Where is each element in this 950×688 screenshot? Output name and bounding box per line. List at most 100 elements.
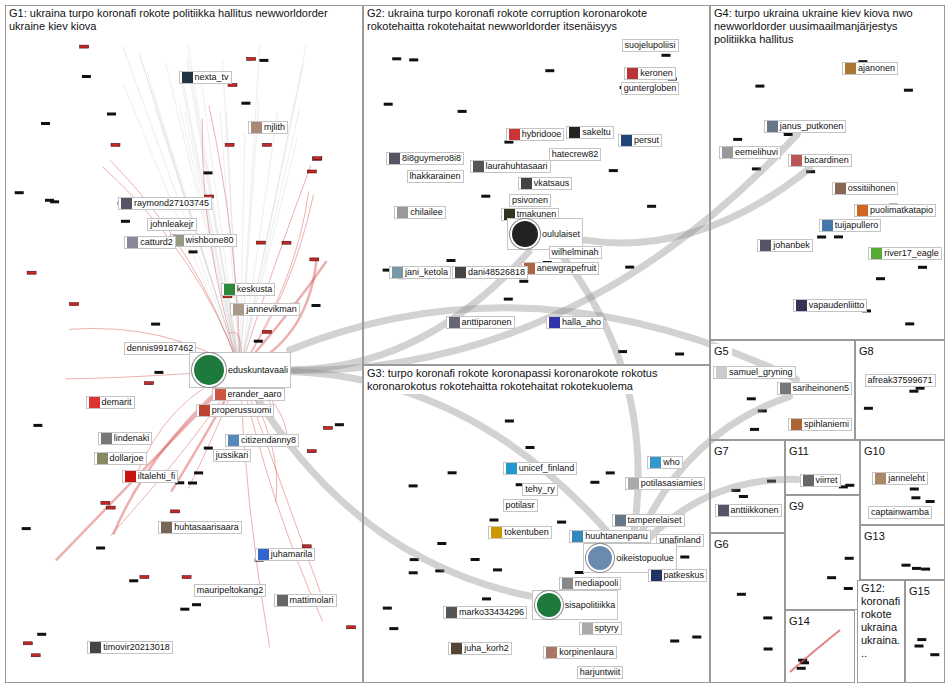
avatar-icon xyxy=(192,353,226,387)
avatar-icon xyxy=(473,161,484,172)
group-box: G5samuel_gryningsariheinonen5spihlaniemi xyxy=(710,340,855,440)
group-box: G7anttiikkonen xyxy=(710,440,785,533)
avatar-icon xyxy=(535,591,563,619)
vertex-label: spihlaniemi xyxy=(788,418,852,431)
avatar-icon xyxy=(780,383,791,394)
vertex-dash xyxy=(37,633,46,636)
avatar-icon xyxy=(651,570,662,581)
group-box: G9 xyxy=(785,495,860,610)
group-edge xyxy=(293,135,797,371)
vertex-dash xyxy=(241,102,250,105)
vertex-name: timovir20213018 xyxy=(103,642,170,653)
avatar-icon xyxy=(845,63,856,74)
vertex-dash xyxy=(262,143,271,146)
red-edge xyxy=(790,630,840,672)
vertex-dash xyxy=(259,59,268,62)
vertex-dash xyxy=(750,428,759,431)
avatar-icon xyxy=(258,549,269,560)
avatar-icon xyxy=(857,205,868,216)
avatar-icon xyxy=(621,135,632,146)
avatar-icon xyxy=(822,220,833,231)
vertex-label: raymond27103745 xyxy=(118,197,212,210)
avatar-icon xyxy=(121,198,132,209)
vertex-name: ajanonen xyxy=(858,63,895,74)
vertex-label: halla_aho xyxy=(546,316,604,329)
vertex-dash xyxy=(675,353,684,356)
vertex-label: anttiparonen xyxy=(446,316,515,329)
avatar-icon xyxy=(628,478,639,489)
avatar-icon xyxy=(506,463,517,474)
avatar-icon xyxy=(277,595,288,606)
vertex-name: viirret xyxy=(816,475,838,486)
vertex-dash xyxy=(606,471,615,474)
vertex-dash xyxy=(256,241,265,244)
vertex-dash xyxy=(911,496,920,499)
vertex-name: citizendanny8 xyxy=(241,435,296,446)
vertex-label: mattimolari xyxy=(274,594,337,607)
vertex-name: patkeskus xyxy=(664,570,705,581)
vertex-name: properussuomi xyxy=(212,405,272,416)
avatar-icon xyxy=(161,522,172,533)
avatar-icon xyxy=(615,515,626,526)
vertex-label: tehy_ry xyxy=(522,483,558,496)
vertex-label: patkeskus xyxy=(648,569,708,582)
vertex-label: iltalehti_fi xyxy=(122,470,179,483)
avatar-icon xyxy=(803,475,814,486)
vertex-dash xyxy=(384,103,393,106)
vertex-name: psivonen xyxy=(512,195,548,206)
vertex-label: vkatsaus xyxy=(518,177,573,190)
vertex-name: hatecrew82 xyxy=(552,149,599,160)
vertex-name: nexta_tv xyxy=(195,72,229,83)
vertex-label: suojelupoliisi xyxy=(622,39,679,52)
vertex-name: mattimolari xyxy=(290,595,334,606)
vertex-name: oululaiset xyxy=(542,229,580,240)
avatar-icon xyxy=(572,531,583,542)
vertex-name: dani48526818 xyxy=(468,267,525,278)
avatar-icon xyxy=(199,405,210,416)
vertex-label: chilailee xyxy=(394,206,446,219)
avatar-icon xyxy=(251,122,262,133)
vertex-label: janneleht xyxy=(872,472,928,485)
vertex-name: captainwamba xyxy=(871,507,929,518)
vertex-dash xyxy=(80,45,89,48)
vertex-dash xyxy=(680,556,689,559)
vertex-dash xyxy=(23,642,32,645)
avatar-icon xyxy=(791,419,802,430)
vertex-name: catturd2 xyxy=(140,237,173,248)
avatar-icon xyxy=(182,72,193,83)
vertex-label: sptyry xyxy=(579,622,622,635)
vertex-name: laurahuhtasaari xyxy=(486,161,548,172)
vertex-dash xyxy=(504,298,513,301)
avatar-icon xyxy=(90,642,101,653)
vertex-name: eduskuntavaali xyxy=(228,365,288,376)
vertex-name: chilailee xyxy=(410,207,443,218)
group-edge xyxy=(293,372,615,541)
vertex-name: demarit xyxy=(102,397,132,408)
thin-edge xyxy=(240,133,245,370)
vertex-name: janneleht xyxy=(888,473,925,484)
avatar-icon xyxy=(586,544,614,572)
group-heading: G11 xyxy=(786,444,812,459)
vertex-label: wishbone80 xyxy=(170,234,237,247)
vertex-name: suojelupoliisi xyxy=(625,40,676,51)
vertex-label: laurahuhtasaari xyxy=(470,160,551,173)
vertex-dash xyxy=(41,122,50,125)
group-box: G13 xyxy=(860,525,945,580)
vertex-dash xyxy=(590,481,599,484)
vertex-label: citizendanny8 xyxy=(225,434,299,447)
avatar-icon xyxy=(451,643,462,654)
vertex-name: huuhtanenpanu xyxy=(585,531,648,542)
vertex-name: jussikari xyxy=(216,450,249,461)
vertex-dash xyxy=(171,510,180,513)
vertex-dash xyxy=(145,382,154,385)
group-heading: G12: koronafi rokote ukraina ukraina... xyxy=(858,581,904,661)
vertex-label: keronen xyxy=(624,67,676,80)
vertex-dash xyxy=(82,75,91,78)
thin-edge xyxy=(240,45,306,370)
thin-edge xyxy=(188,55,240,370)
avatar-icon xyxy=(392,267,403,278)
vertex-dash xyxy=(482,597,491,600)
vertex-label: hatecrew82 xyxy=(549,148,602,161)
vertex-name: guntergloben xyxy=(624,83,677,94)
avatar-icon xyxy=(397,207,408,218)
